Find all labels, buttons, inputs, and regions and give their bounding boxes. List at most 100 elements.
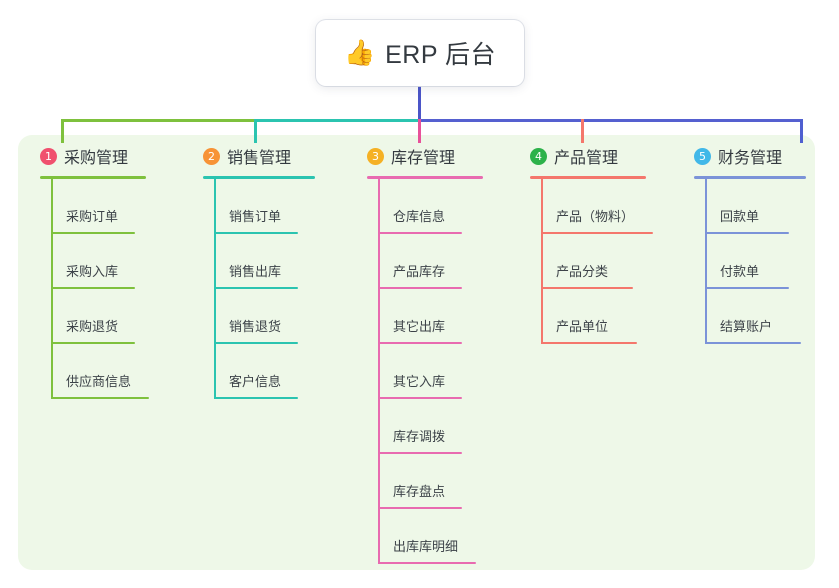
list-item-rule bbox=[378, 397, 462, 399]
branch-title: 销售管理 bbox=[227, 150, 292, 167]
branch-trunk-line bbox=[51, 179, 53, 399]
list-item-label: 库存盘点 bbox=[393, 484, 446, 499]
branch-column-5: 5 财务管理回款单付款单结算账户 bbox=[694, 143, 806, 344]
list-item-label: 采购订单 bbox=[66, 209, 119, 224]
list-item-label: 结算账户 bbox=[720, 319, 773, 334]
list-item-rule bbox=[51, 232, 135, 234]
list-item-label: 客户信息 bbox=[229, 374, 282, 389]
branch-number-badge: 2 bbox=[203, 147, 220, 165]
branch-title: 产品管理 bbox=[554, 150, 619, 167]
list-item-rule bbox=[378, 452, 462, 454]
list-item[interactable]: 仓库信息 bbox=[367, 179, 483, 234]
branch-header-5[interactable]: 5 财务管理 bbox=[694, 143, 806, 169]
list-item[interactable]: 客户信息 bbox=[203, 344, 315, 399]
branch-column-1: 1 采购管理采购订单采购入库采购退货供应商信息 bbox=[40, 143, 149, 399]
branch-header-rule bbox=[40, 176, 146, 179]
list-item[interactable]: 销售退货 bbox=[203, 289, 315, 344]
list-item[interactable]: 产品单位 bbox=[530, 289, 646, 344]
branch-number-badge: 4 bbox=[530, 147, 547, 165]
list-item-label: 产品（物料） bbox=[556, 209, 635, 224]
list-item[interactable]: 付款单 bbox=[694, 234, 806, 289]
root-node[interactable]: 👍 ERP 后台 bbox=[316, 20, 524, 86]
content-panel bbox=[18, 135, 815, 570]
list-item-rule bbox=[214, 397, 298, 399]
branch-header-4[interactable]: 4 产品管理 bbox=[530, 143, 646, 169]
list-item-rule bbox=[214, 287, 298, 289]
list-item[interactable]: 回款单 bbox=[694, 179, 806, 234]
branch-item-list: 采购订单采购入库采购退货供应商信息 bbox=[40, 179, 149, 399]
branch-column-4: 4 产品管理产品（物料） 产品分类产品单位 bbox=[530, 143, 653, 344]
list-item-rule bbox=[214, 232, 298, 234]
list-item-label: 产品分类 bbox=[556, 264, 609, 279]
list-item-label: 采购入库 bbox=[66, 264, 119, 279]
list-item-label: 销售订单 bbox=[229, 209, 282, 224]
list-item-rule bbox=[51, 397, 149, 399]
branch-item-list: 产品（物料） 产品分类产品单位 bbox=[530, 179, 653, 344]
list-item-label: 供应商信息 bbox=[66, 374, 132, 389]
list-item[interactable]: 结算账户 bbox=[694, 289, 806, 344]
branch-item-list: 回款单付款单结算账户 bbox=[694, 179, 806, 344]
list-item[interactable]: 销售出库 bbox=[203, 234, 315, 289]
list-item-rule bbox=[378, 507, 462, 509]
list-item-rule bbox=[51, 342, 135, 344]
list-item-label: 销售出库 bbox=[229, 264, 282, 279]
list-item-label: 出库库明细 bbox=[393, 539, 459, 554]
branch-header-rule bbox=[694, 176, 806, 179]
list-item-label: 产品库存 bbox=[393, 264, 446, 279]
branch-trunk-line bbox=[378, 179, 380, 564]
list-item[interactable]: 库存盘点 bbox=[367, 454, 483, 509]
branch-number-badge: 5 bbox=[694, 147, 711, 165]
branch-item-list: 销售订单销售出库销售退货客户信息 bbox=[203, 179, 315, 399]
branch-number-badge: 3 bbox=[367, 147, 384, 165]
branch-title: 采购管理 bbox=[64, 150, 129, 167]
list-item-rule bbox=[705, 232, 789, 234]
list-item-rule bbox=[705, 342, 801, 344]
list-item-rule bbox=[214, 342, 298, 344]
thumbs-up-emoji: 👍 bbox=[343, 38, 376, 67]
list-item[interactable]: 采购退货 bbox=[40, 289, 146, 344]
branch-header-1[interactable]: 1 采购管理 bbox=[40, 143, 146, 169]
branch-trunk-line bbox=[214, 179, 216, 399]
list-item-label: 产品单位 bbox=[556, 319, 609, 334]
branch-title: 库存管理 bbox=[391, 150, 456, 167]
list-item-rule bbox=[541, 342, 637, 344]
branch-trunk-line bbox=[541, 179, 543, 344]
branch-header-rule bbox=[367, 176, 483, 179]
branch-number-badge: 1 bbox=[40, 147, 57, 165]
list-item-label: 回款单 bbox=[720, 209, 760, 224]
list-item[interactable]: 产品分类 bbox=[530, 234, 646, 289]
branch-header-2[interactable]: 2 销售管理 bbox=[203, 143, 315, 169]
list-item[interactable]: 产品（物料） bbox=[530, 179, 653, 234]
list-item-label: 库存调拨 bbox=[393, 429, 446, 444]
branch-header-rule bbox=[530, 176, 646, 179]
root-node-title: ERP 后台 bbox=[385, 41, 497, 69]
list-item[interactable]: 其它入库 bbox=[367, 344, 483, 399]
list-item[interactable]: 采购入库 bbox=[40, 234, 146, 289]
list-item[interactable]: 库存调拨 bbox=[367, 399, 483, 454]
list-item[interactable]: 其它出库 bbox=[367, 289, 483, 344]
list-item-rule bbox=[541, 287, 633, 289]
branch-column-3: 3 库存管理仓库信息产品库存其它出库其它入库库存调拨库存盘点出库库明细 bbox=[367, 143, 483, 564]
list-item-rule bbox=[51, 287, 135, 289]
list-item[interactable]: 出库库明细 bbox=[367, 509, 483, 564]
list-item-rule bbox=[378, 562, 476, 564]
list-item[interactable]: 供应商信息 bbox=[40, 344, 149, 399]
list-item-rule bbox=[378, 232, 462, 234]
list-item-label: 其它入库 bbox=[393, 374, 446, 389]
list-item-label: 其它出库 bbox=[393, 319, 446, 334]
list-item[interactable]: 采购订单 bbox=[40, 179, 146, 234]
list-item-label: 仓库信息 bbox=[393, 209, 446, 224]
list-item-label: 付款单 bbox=[720, 264, 760, 279]
branch-header-rule bbox=[203, 176, 315, 179]
branch-column-2: 2 销售管理销售订单销售出库销售退货客户信息 bbox=[203, 143, 315, 399]
list-item[interactable]: 产品库存 bbox=[367, 234, 483, 289]
list-item-label: 销售退货 bbox=[229, 319, 282, 334]
list-item-rule bbox=[541, 232, 653, 234]
branch-title: 财务管理 bbox=[718, 150, 783, 167]
branch-trunk-line bbox=[705, 179, 707, 344]
list-item[interactable]: 销售订单 bbox=[203, 179, 315, 234]
branch-item-list: 仓库信息产品库存其它出库其它入库库存调拨库存盘点出库库明细 bbox=[367, 179, 483, 564]
branch-header-3[interactable]: 3 库存管理 bbox=[367, 143, 483, 169]
